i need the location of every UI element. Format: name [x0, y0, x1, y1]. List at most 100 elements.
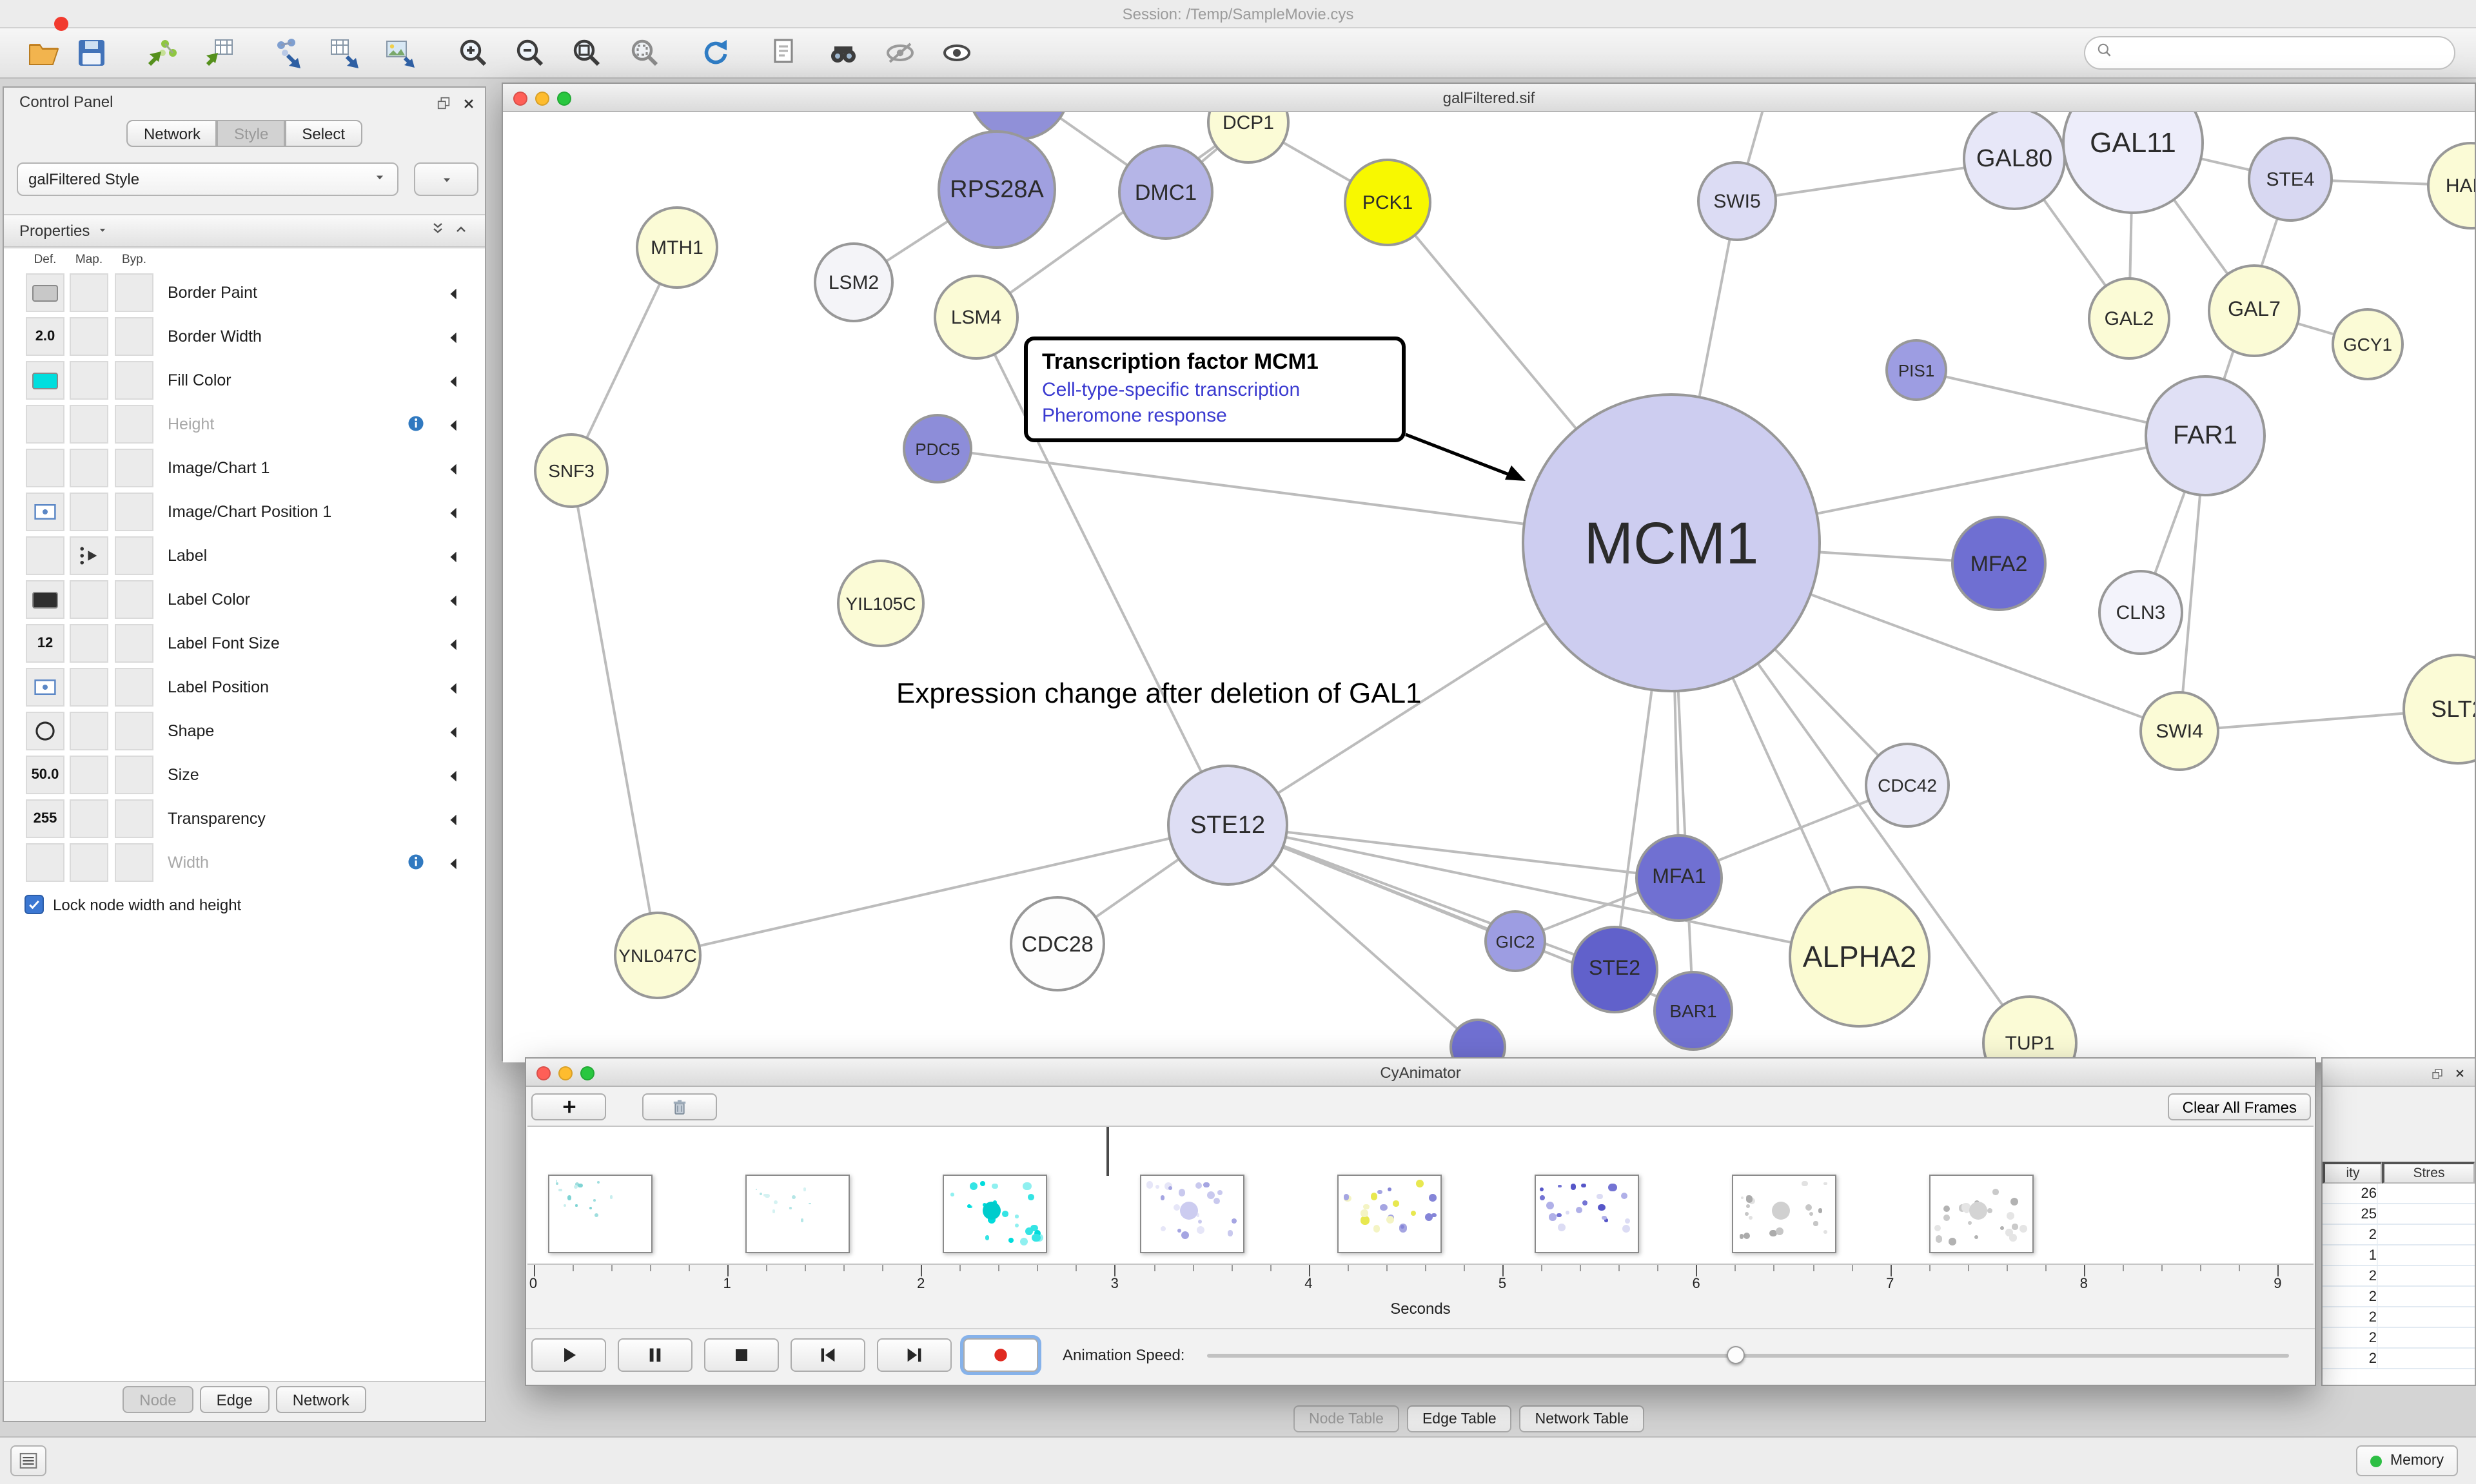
frame-thumbnail-0[interactable] — [548, 1175, 653, 1253]
node-cdc28[interactable]: CDC28 — [1010, 896, 1105, 991]
expand-row-button[interactable] — [446, 373, 462, 396]
node-mcm1[interactable]: MCM1 — [1522, 393, 1821, 692]
bypass-cell[interactable] — [115, 273, 153, 312]
annotation-link[interactable]: Pheromone response — [1042, 405, 1227, 427]
bypass-cell[interactable] — [115, 449, 153, 487]
node-slt2[interactable]: SLT2 — [2402, 654, 2475, 765]
table-row[interactable]: 2 — [2323, 1287, 2475, 1307]
node-rps28a[interactable]: RPS28A — [938, 130, 1056, 249]
default-value-cell[interactable] — [26, 405, 64, 444]
default-value-cell[interactable]: 50.0 — [26, 756, 64, 794]
style-dropdown[interactable]: galFiltered Style — [17, 162, 398, 196]
expand-row-button[interactable] — [446, 329, 462, 352]
bypass-cell[interactable] — [115, 799, 153, 838]
node-lsm2[interactable]: LSM2 — [814, 242, 894, 322]
bypass-cell[interactable] — [115, 580, 153, 619]
expand-row-button[interactable] — [446, 723, 462, 747]
pause-button[interactable] — [618, 1338, 693, 1372]
node-swi4[interactable]: SWI4 — [2139, 691, 2219, 771]
mapping-cell[interactable] — [70, 580, 108, 619]
mapping-cell[interactable] — [70, 799, 108, 838]
node-yil105c[interactable]: YIL105C — [837, 560, 925, 647]
frame-thumbnail-2[interactable] — [943, 1175, 1047, 1253]
node-cdc42[interactable]: CDC42 — [1865, 743, 1950, 828]
table-tab-node-table[interactable]: Node Table — [1293, 1405, 1399, 1432]
minimize-button[interactable] — [535, 91, 549, 105]
mapping-cell[interactable] — [70, 405, 108, 444]
export-image-button[interactable] — [378, 34, 422, 72]
skip-to-start-button[interactable] — [791, 1338, 865, 1372]
bypass-cell[interactable] — [115, 712, 153, 750]
expand-row-button[interactable] — [446, 811, 462, 834]
annotation-box[interactable]: Transcription factor MCM1 Cell-type-spec… — [1024, 337, 1406, 442]
properties-header[interactable]: Properties — [4, 214, 485, 248]
node-ste2[interactable]: STE2 — [1571, 926, 1658, 1013]
search-input[interactable] — [2120, 44, 2444, 62]
frame-thumbnail-6[interactable] — [1732, 1175, 1836, 1253]
expand-row-button[interactable] — [446, 504, 462, 527]
default-value-cell[interactable]: 12 — [26, 624, 64, 663]
default-value-cell[interactable] — [26, 712, 64, 750]
style-options-button[interactable] — [414, 162, 478, 196]
node-lsm4[interactable]: LSM4 — [934, 275, 1019, 360]
mapping-cell[interactable] — [70, 668, 108, 707]
node-cln3[interactable]: CLN3 — [2098, 570, 2183, 655]
table-row[interactable]: 2 — [2323, 1307, 2475, 1328]
memory-button[interactable]: Memory — [2356, 1445, 2458, 1476]
animation-speed-slider[interactable] — [1206, 1338, 2289, 1372]
node-gic2[interactable]: GIC2 — [1484, 910, 1546, 972]
default-value-cell[interactable] — [26, 273, 64, 312]
bypass-cell[interactable] — [115, 668, 153, 707]
refresh-button[interactable] — [694, 34, 738, 72]
panel-tab-network[interactable]: Network — [275, 1386, 366, 1413]
close-button[interactable] — [536, 1066, 551, 1080]
node-ste4[interactable]: STE4 — [2248, 137, 2333, 222]
table-tab-network-table[interactable]: Network Table — [1519, 1405, 1644, 1432]
default-value-cell[interactable] — [26, 668, 64, 707]
expand-row-button[interactable] — [446, 767, 462, 790]
close-button[interactable] — [513, 91, 527, 105]
frame-thumbnail-1[interactable] — [745, 1175, 850, 1253]
open-session-button[interactable] — [22, 34, 66, 72]
panel-menu-button[interactable] — [10, 1445, 46, 1476]
node-swi5[interactable]: SWI5 — [1697, 161, 1777, 241]
node-far1[interactable]: FAR1 — [2145, 375, 2266, 496]
node-ynl047c[interactable]: YNL047C — [614, 912, 702, 999]
table-row[interactable]: 1 — [2323, 1245, 2475, 1266]
show-eye-button[interactable] — [935, 34, 979, 72]
default-value-cell[interactable]: 255 — [26, 799, 64, 838]
lock-size-checkbox[interactable] — [25, 895, 44, 914]
bypass-cell[interactable] — [115, 756, 153, 794]
expand-row-button[interactable] — [446, 679, 462, 703]
expand-row-button[interactable] — [446, 855, 462, 878]
node-mth1[interactable]: MTH1 — [636, 206, 718, 289]
default-value-cell[interactable] — [26, 843, 64, 882]
network-canvas[interactable]: RPS28ADMC1DCP1PCK1SWI5GAL80GAL11STE4HAP1… — [503, 112, 2475, 1062]
expand-row-button[interactable] — [446, 460, 462, 483]
playhead[interactable] — [1106, 1127, 1109, 1176]
node-dcp1[interactable]: DCP1 — [1207, 112, 1290, 164]
bypass-cell[interactable] — [115, 405, 153, 444]
export-network-button[interactable] — [266, 34, 310, 72]
node-gal80[interactable]: GAL80 — [1963, 112, 2066, 210]
tab-select[interactable]: Select — [285, 120, 362, 147]
node-gcy1[interactable]: GCY1 — [2332, 308, 2404, 380]
mapping-cell[interactable] — [70, 361, 108, 400]
expand-row-button[interactable] — [446, 592, 462, 615]
mapping-cell[interactable] — [70, 712, 108, 750]
default-value-cell[interactable] — [26, 361, 64, 400]
frame-thumbnail-3[interactable] — [1140, 1175, 1244, 1253]
default-value-cell[interactable] — [26, 580, 64, 619]
node-pck1[interactable]: PCK1 — [1344, 159, 1431, 246]
bypass-cell[interactable] — [115, 536, 153, 575]
node-pis1[interactable]: PIS1 — [1885, 339, 1947, 401]
expand-row-button[interactable] — [446, 548, 462, 571]
frame-thumbnail-4[interactable] — [1337, 1175, 1442, 1253]
hide-eye-button[interactable] — [878, 34, 922, 72]
default-value-cell[interactable] — [26, 493, 64, 531]
node-bar1[interactable]: BAR1 — [1653, 971, 1733, 1051]
search-network-button[interactable] — [821, 34, 865, 72]
table-row[interactable]: 2 — [2323, 1328, 2475, 1349]
float-window-icon[interactable] — [433, 93, 454, 113]
float-window-icon[interactable] — [2427, 1064, 2446, 1083]
